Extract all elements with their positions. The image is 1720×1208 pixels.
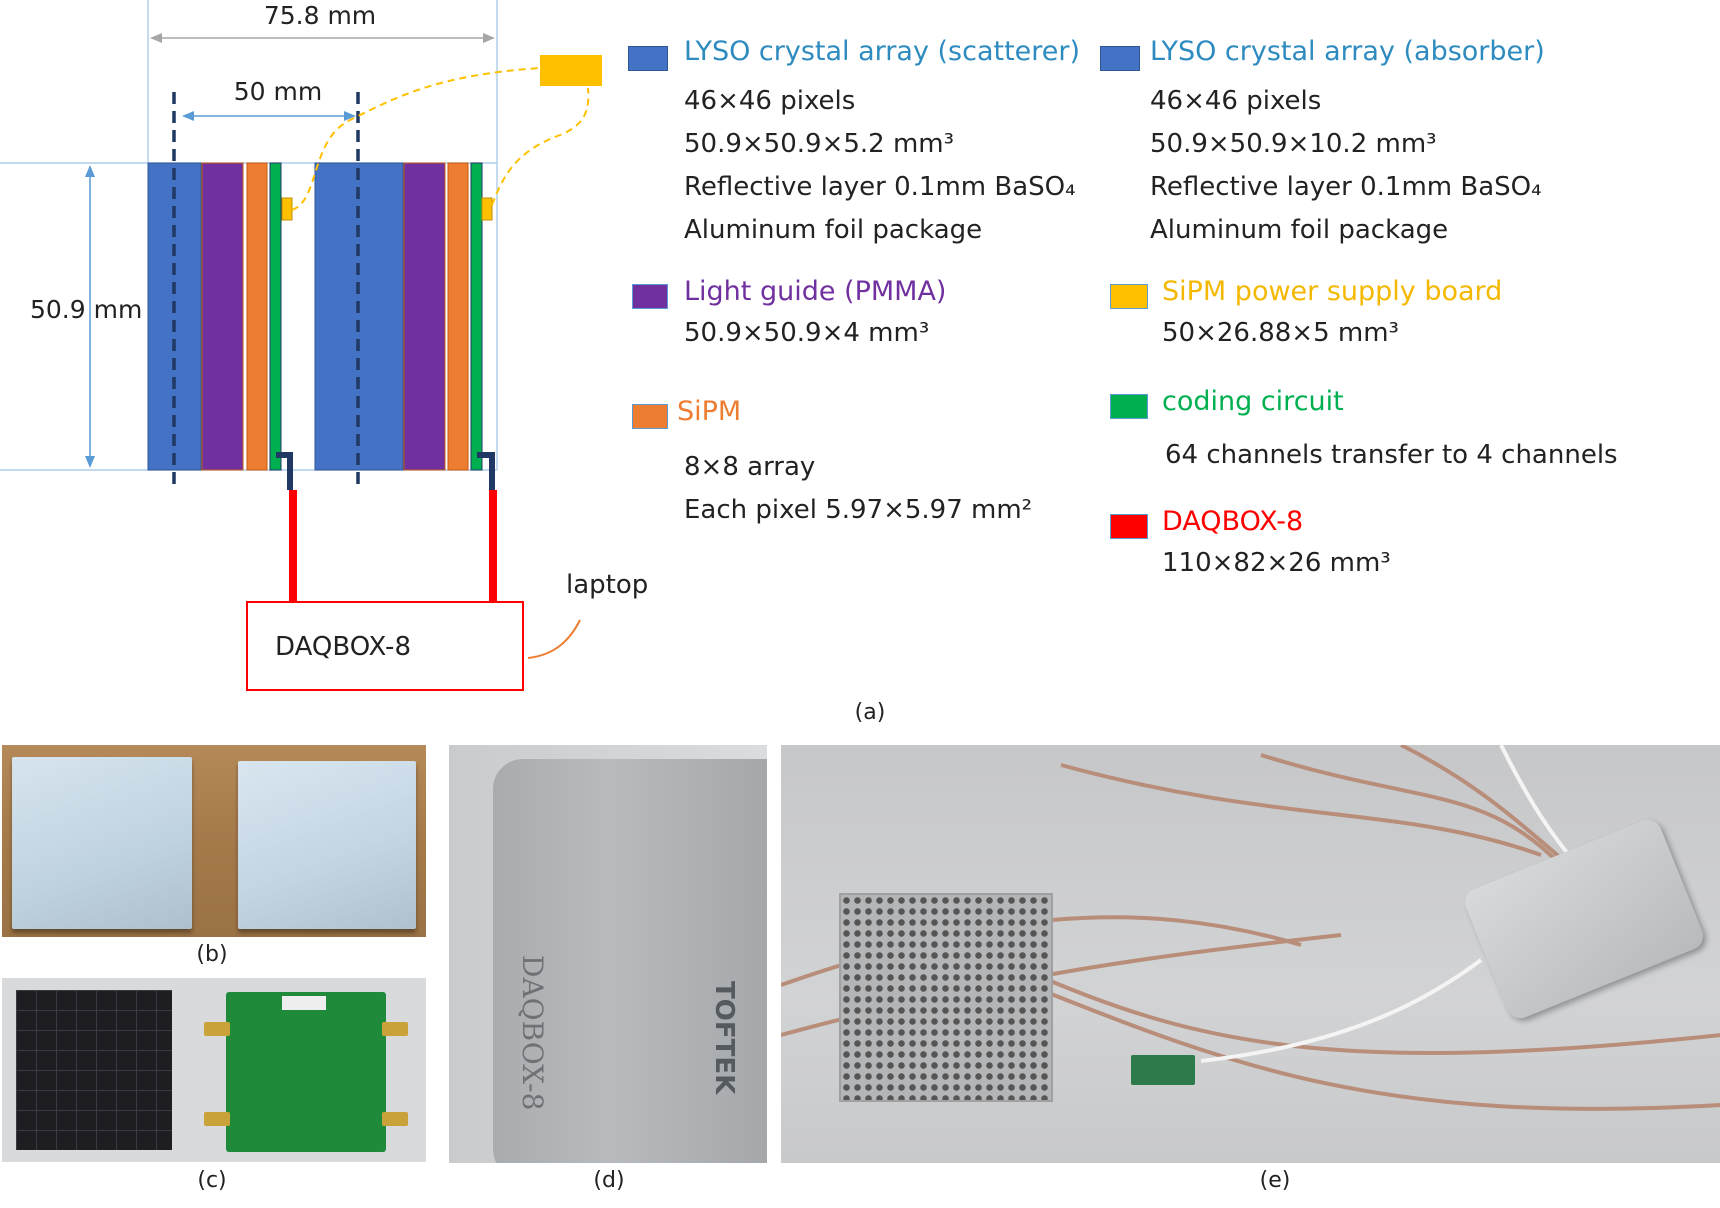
- absorber-coding-circuit: [470, 162, 483, 471]
- legend-line: Aluminum foil package: [684, 215, 983, 245]
- legend-title: DAQBOX-8: [1162, 506, 1304, 537]
- daqbox-rect: [246, 601, 524, 691]
- caption-d: (d): [593, 1168, 625, 1193]
- caption-a: (a): [854, 700, 886, 725]
- dim-width-arrowhead-right: [483, 33, 495, 43]
- legend-line: 50×26.88×5 mm³: [1162, 318, 1399, 348]
- legend-title: SiPM power supply board: [1162, 276, 1503, 307]
- legend-swatch: [628, 46, 668, 71]
- dim-width-label: 75.8 mm: [264, 1, 376, 30]
- photo-d-daqbox: DAQBOX-8 TOFTEK: [449, 745, 767, 1163]
- dim-height-arrowhead-top: [85, 165, 95, 177]
- dim-width-arrowhead-left: [150, 33, 162, 43]
- legend-swatch: [632, 404, 668, 429]
- laptop-cable: [527, 619, 581, 659]
- caption-b: (b): [196, 942, 228, 967]
- scatterer-lightguide: [201, 162, 244, 471]
- legend-line: Each pixel 5.97×5.97 mm²: [684, 495, 1033, 525]
- legend-swatch: [1110, 394, 1148, 419]
- scatterer-coding-circuit: [269, 162, 282, 471]
- legend-line: Aluminum foil package: [1150, 215, 1449, 245]
- crystal-block-right: [238, 761, 416, 929]
- legend-line: 46×46 pixels: [684, 86, 856, 116]
- power-wire-absorber: [491, 87, 590, 206]
- legend-swatch: [632, 284, 668, 309]
- photo-b-crystals: [2, 745, 426, 937]
- legend-line: 50.9×50.9×10.2 mm³: [1150, 129, 1437, 159]
- daqbox-engraving: DAQBOX-8: [516, 955, 549, 1111]
- legend-line: 64 channels transfer to 4 channels: [1165, 440, 1618, 470]
- absorber-connector: [477, 452, 495, 490]
- caption-c: (c): [197, 1168, 227, 1193]
- legend-swatch: [1110, 514, 1148, 539]
- scatterer-sipm: [246, 162, 268, 471]
- legend-swatch: [1110, 284, 1148, 309]
- scatterer-power-board: [281, 197, 293, 221]
- absorber-lightguide: [403, 162, 446, 471]
- power-supply-board: [540, 55, 602, 86]
- legend-line: 8×8 array: [684, 452, 816, 482]
- legend-title: coding circuit: [1162, 386, 1344, 417]
- legend-line: Reflective layer 0.1mm BaSO₄: [684, 172, 1076, 202]
- legend-line: 110×82×26 mm³: [1162, 548, 1391, 578]
- legend-line: 50.9×50.9×5.2 mm³: [684, 129, 955, 159]
- legend-line: Reflective layer 0.1mm BaSO₄: [1150, 172, 1542, 202]
- absorber-sipm: [447, 162, 469, 471]
- sipm-array: [16, 990, 172, 1150]
- board-header: [282, 996, 326, 1010]
- daqbox-brand: TOFTEK: [709, 981, 739, 1095]
- dim-height-label: 50.9 mm: [30, 295, 142, 324]
- laptop-label: laptop: [566, 570, 648, 600]
- legend-title: LYSO crystal array (absorber): [1150, 36, 1545, 67]
- legend-line: 50.9×50.9×4 mm³: [684, 318, 930, 348]
- legend-line: 46×46 pixels: [1150, 86, 1322, 116]
- coding-circuit-board: [204, 992, 408, 1152]
- board-connector: [204, 1112, 230, 1126]
- dim-gap-arrowhead-right: [344, 111, 356, 121]
- legend-title: SiPM: [677, 396, 742, 427]
- dim-gap-label: 50 mm: [234, 77, 322, 106]
- daqbox-body: [493, 759, 767, 1163]
- photo-e-setup: [781, 745, 1720, 1163]
- schematic-diagram: 75.8 mm 50 mm 50.9 mm: [0, 0, 648, 691]
- legend-title: Light guide (PMMA): [684, 276, 947, 307]
- crystal-block-left: [12, 757, 192, 929]
- daqbox-label: DAQBOX-8: [275, 632, 411, 662]
- board-connector: [382, 1022, 408, 1036]
- absorber-power-board: [481, 197, 493, 221]
- power-board-photo: [1131, 1055, 1195, 1085]
- board-connector: [204, 1022, 230, 1036]
- detector-mesh-housing: [839, 893, 1053, 1102]
- caption-e: (e): [1259, 1168, 1291, 1193]
- photo-c-sipm-board: [2, 978, 426, 1162]
- dim-gap-arrowhead-left: [182, 111, 194, 121]
- dim-height-arrowhead-bottom: [85, 456, 95, 468]
- legend-swatch: [1100, 46, 1140, 71]
- scatterer-connector: [276, 452, 293, 490]
- legend-title: LYSO crystal array (scatterer): [684, 36, 1081, 67]
- board-connector: [382, 1112, 408, 1126]
